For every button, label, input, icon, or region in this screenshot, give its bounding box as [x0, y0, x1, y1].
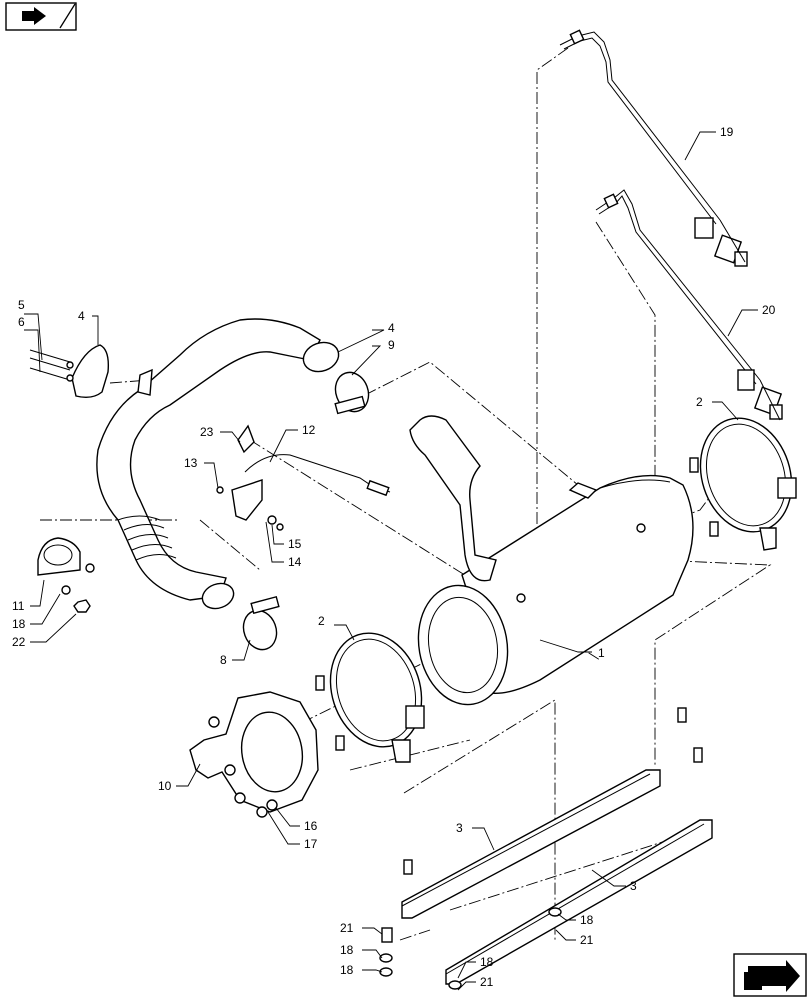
callout-18-low: 18 — [340, 963, 354, 977]
callout-5: 4 — [78, 309, 85, 323]
callout-8: 8 — [220, 653, 227, 667]
mounting-rail-lower — [445, 819, 713, 985]
callout-22: 22 — [12, 635, 26, 649]
exhaust-pipe — [96, 318, 340, 610]
pipe-support-bracket — [29, 344, 110, 399]
callout-16: 16 — [304, 819, 318, 833]
callout-17: 17 — [304, 837, 318, 851]
mounting-rail-upper — [401, 769, 661, 919]
callout-3-lower: 3 — [630, 879, 637, 893]
callout-20: 21 — [340, 921, 354, 935]
callout-2-right: 2 — [696, 395, 703, 409]
leader-lines — [24, 131, 758, 991]
clamp-lower — [242, 595, 280, 651]
callout-10: 10 — [158, 779, 172, 793]
muffler-canister — [409, 415, 694, 706]
callout-7: 6 — [18, 315, 25, 329]
callout-18-bottom: 18 — [480, 955, 494, 969]
callout-18-right: 18 — [580, 913, 594, 927]
sensor-harness-upper — [559, 29, 748, 267]
callout-15: 15 — [288, 537, 302, 551]
page-nav-icon[interactable] — [5, 2, 77, 31]
callout-19-upper: 19 — [720, 125, 734, 139]
next-arrow-icon[interactable] — [733, 953, 807, 997]
callout-13: 13 — [184, 456, 198, 470]
callout-14: 14 — [288, 555, 302, 569]
sensor-harness-lower — [595, 189, 783, 421]
callout-12: 12 — [302, 423, 316, 437]
callout-21-bottom: 21 — [480, 975, 494, 989]
callout-23: 23 — [200, 425, 214, 439]
callout-2-left: 2 — [318, 614, 325, 628]
callout-18-mid: 18 — [340, 943, 354, 957]
callout-21-right: 21 — [580, 933, 594, 947]
mounting-band-left — [329, 632, 425, 763]
callout-labels: 5 6 4 4 9 19 20 2 23 12 13 15 14 11 18 2… — [12, 125, 776, 989]
hardware-stacks — [315, 457, 719, 990]
mounting-band-right — [699, 417, 797, 551]
clamp-upper — [334, 371, 370, 415]
temperature-sensor-bracket — [216, 424, 391, 531]
pipe-clamp-bracket — [37, 537, 95, 613]
callout-19-lower: 20 — [762, 303, 776, 317]
flange-plate — [189, 691, 319, 818]
callout-6: 5 — [18, 298, 25, 312]
callout-4: 4 — [388, 321, 395, 335]
callout-18-left: 18 — [12, 617, 26, 631]
callout-9: 9 — [388, 338, 395, 352]
callout-1: 1 — [598, 646, 605, 660]
callout-11: 11 — [12, 599, 25, 613]
callout-3-upper: 3 — [456, 821, 463, 835]
